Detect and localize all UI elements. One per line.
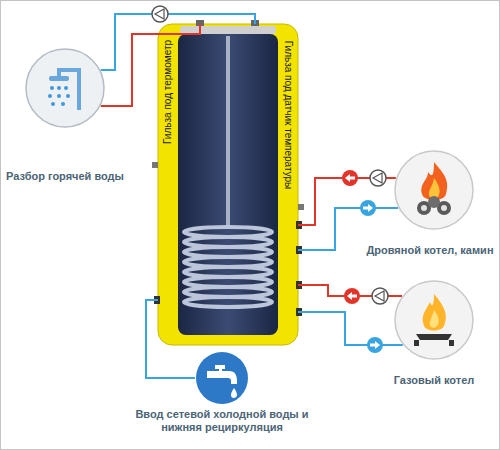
pipe-connector [298, 208, 398, 250]
sleeve-label: Гильза под датчик температуры [282, 40, 294, 189]
pump-symbol [152, 6, 388, 304]
icon-circle [25, 48, 105, 128]
node-caption: Разбор горячей воды [4, 170, 126, 183]
pipe-line [298, 312, 403, 345]
pipe-line [146, 300, 195, 378]
pipe-connector [146, 300, 195, 378]
sleeve-label: Гильза под термометр [162, 40, 174, 144]
node-caption: Дровяной котел, камин [364, 244, 496, 257]
flow-arrow [342, 170, 383, 353]
node-caption: Ввод сетевой холодной воды и нижняя реци… [133, 408, 311, 434]
pipe-line [101, 14, 255, 70]
wood-boiler: Дровяной котел, камин [364, 150, 496, 257]
gas-boiler: Газовый котел [392, 280, 477, 387]
cold-water-inlet: Ввод сетевой холодной воды и нижняя реци… [133, 351, 311, 434]
icon-circle [195, 351, 249, 405]
pipe-line [298, 208, 398, 250]
node-caption: Газовый котел [392, 374, 477, 387]
icon-circle [394, 280, 474, 360]
storage-tank: Гильза под термометр Гильза под датчик те… [158, 24, 298, 345]
pipe-connector [298, 312, 403, 345]
hot-water-outlet: Разбор горячей воды [4, 48, 126, 183]
pipe-connector [101, 14, 255, 70]
icon-circle [394, 150, 474, 230]
